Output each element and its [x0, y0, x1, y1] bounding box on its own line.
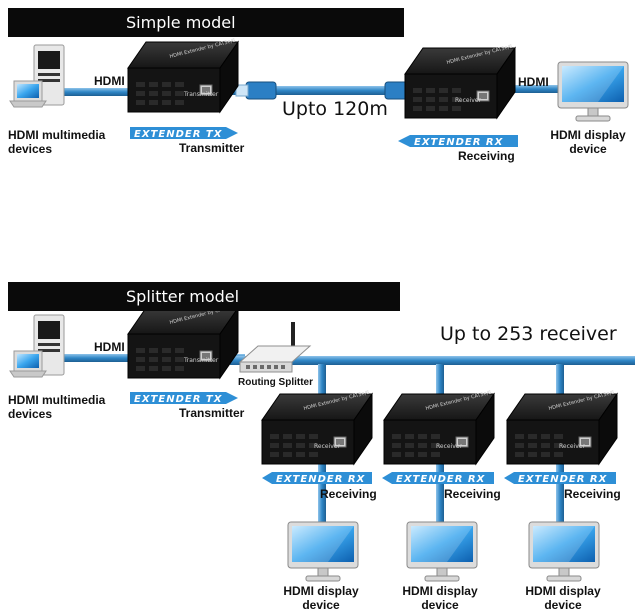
simple-hdmi-label-rx: HDMI	[518, 75, 549, 89]
simple-hdmi-label: HDMI	[94, 74, 125, 88]
simple-source-pc-icon	[9, 44, 65, 108]
splitter-rx-caption-1: Receiving	[320, 487, 377, 501]
splitter-router-caption: Routing Splitter	[238, 377, 313, 388]
splitter-max-receivers-label: Up to 253 receiver	[440, 323, 617, 345]
splitter-rx-badge-3: EXTENDER RX	[504, 472, 616, 485]
svg-text:EXTENDER RX: EXTENDER RX	[518, 474, 608, 485]
simple-tx-caption: Transmitter	[179, 141, 245, 155]
splitter-tx-unit-side: Transmitter	[183, 357, 219, 364]
splitter-display-label-1a: HDMI display	[283, 584, 359, 598]
splitter-display-label-3a: HDMI display	[525, 584, 601, 598]
simple-cat-cable	[230, 86, 430, 95]
splitter-rx-caption-3: Receiving	[564, 487, 621, 501]
splitter-backbone-cable	[230, 356, 635, 365]
splitter-display-monitor-icon-1	[287, 521, 359, 582]
simple-source-label-1: HDMI multimedia	[8, 128, 106, 142]
splitter-display-monitor-icon-3	[528, 521, 600, 582]
svg-text:EXTENDER TX: EXTENDER TX	[134, 394, 223, 405]
splitter-drop-cable-1	[318, 364, 326, 410]
svg-text:EXTENDER TX: EXTENDER TX	[134, 129, 223, 140]
splitter-drop-cable-3	[556, 364, 564, 410]
splitter-rx3-unit-side: Receiver	[559, 443, 585, 450]
simple-source-label-2: devices	[8, 142, 53, 156]
splitter-rx-badge-2: EXTENDER RX	[382, 472, 494, 485]
splitter-source-label-2: devices	[8, 407, 53, 421]
splitter-display-cable-1	[318, 462, 326, 530]
simple-rj45-plug-left	[235, 81, 277, 100]
simple-hdmi-cable-source	[55, 88, 155, 96]
splitter-rx-caption-2: Receiving	[444, 487, 501, 501]
splitter-display-cable-2	[436, 462, 444, 530]
splitter-source-pc-icon	[9, 314, 65, 378]
splitter-hdmi-label: HDMI	[94, 340, 125, 354]
splitter-tx-caption: Transmitter	[179, 406, 245, 420]
simple-rx-caption: Receiving	[458, 149, 515, 163]
simple-display-monitor-icon	[557, 61, 629, 122]
splitter-rx-badge-1: EXTENDER RX	[262, 472, 372, 485]
splitter-display-label-2b: device	[421, 598, 459, 612]
section-header-simple: Simple model	[8, 8, 404, 37]
splitter-display-label-2a: HDMI display	[402, 584, 478, 598]
splitter-display-label-1b: device	[302, 598, 340, 612]
simple-tx-unit-side: Transmitter	[183, 91, 219, 98]
splitter-display-cable-3	[556, 462, 564, 530]
section-header-splitter: Splitter model	[8, 282, 400, 311]
simple-tx-badge: EXTENDER TX	[130, 127, 238, 140]
splitter-tx-badge: EXTENDER TX	[130, 392, 238, 405]
splitter-router-icon	[238, 322, 312, 373]
splitter-rx1-unit-side: Receiver	[314, 443, 340, 450]
simple-display-label-1: HDMI display	[550, 128, 626, 142]
simple-rx-badge: EXTENDER RX	[398, 135, 518, 148]
splitter-display-monitor-icon-2	[406, 521, 478, 582]
svg-text:EXTENDER RX: EXTENDER RX	[414, 137, 504, 148]
splitter-rx2-unit-side: Receiver	[436, 443, 462, 450]
simple-distance-label: Upto 120m	[282, 98, 388, 120]
splitter-drop-cable-2	[436, 364, 444, 410]
splitter-display-label-3b: device	[544, 598, 582, 612]
simple-hdmi-cable-display	[500, 85, 560, 93]
splitter-source-label-1: HDMI multimedia	[8, 393, 106, 407]
svg-text:EXTENDER RX: EXTENDER RX	[396, 474, 486, 485]
simple-display-label-2: device	[569, 142, 607, 156]
svg-text:EXTENDER RX: EXTENDER RX	[276, 474, 366, 485]
simple-rx-unit-side: Receiver	[455, 97, 481, 104]
